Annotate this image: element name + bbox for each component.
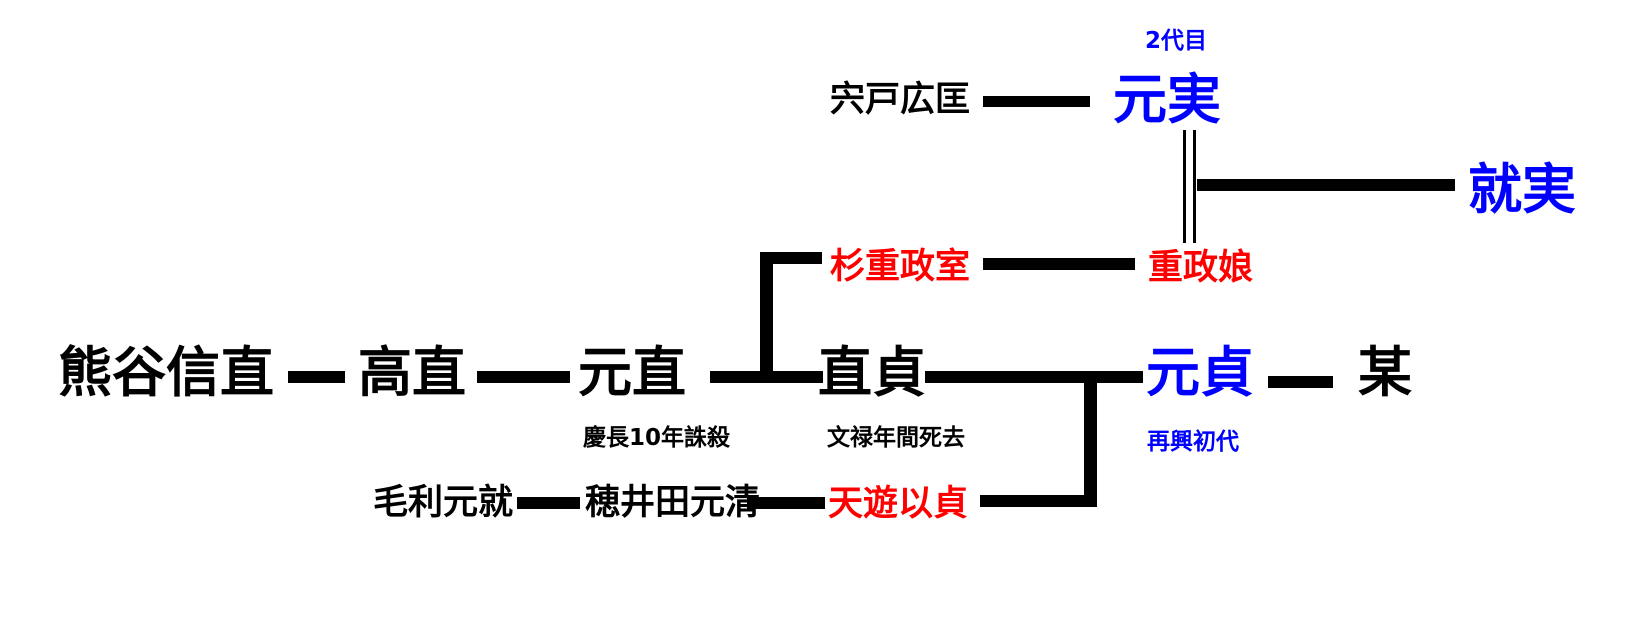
connector-motozane-narizane: [1197, 179, 1455, 191]
connector-motonao-naosada: [710, 371, 823, 383]
person-tenyu-itei: 天遊以貞: [828, 484, 969, 524]
person-shigemasa-daughter: 重政娘: [1148, 248, 1254, 288]
annotation-keicho-execution: 慶長10年誅殺: [583, 425, 731, 451]
annotation-saiko-shodai: 再興初代: [1147, 429, 1239, 455]
person-sugi-shigemasa-wife: 杉重政室: [830, 247, 971, 287]
connector-shishido-motozane: [983, 96, 1090, 107]
person-narizane: 就実: [1468, 158, 1576, 221]
connector-motosada-bou: [1268, 376, 1333, 388]
annotation-bunroku-death: 文禄年間死去: [827, 425, 965, 451]
connector-naosada-tenyu-vertical: [1084, 377, 1097, 507]
person-takanao: 高直: [358, 341, 466, 404]
connector-motonari-motokiyo: [517, 497, 580, 509]
double-line-motozane-shigemasa-daughter: [1183, 130, 1196, 243]
connector-naosada-motosada: [925, 371, 1143, 383]
connector-sugi-shigemasa-daughter: [983, 258, 1135, 270]
person-motonao: 元直: [578, 341, 686, 404]
person-motozane: 元実: [1113, 68, 1221, 131]
person-naosada: 直貞: [818, 341, 926, 404]
person-shishido-hiromasa: 宍戸広匡: [830, 80, 971, 120]
connector-tenyu-elbow: [980, 495, 1097, 507]
connector-takanao-motonao: [477, 371, 570, 383]
connector-motokiyo-tenyu: [747, 497, 825, 509]
connector-nobunao-takanao: [288, 371, 345, 383]
annotation-nidaime: 2代目: [1145, 28, 1208, 54]
person-mouri-motonari: 毛利元就: [373, 483, 514, 523]
person-motosada: 元貞: [1146, 341, 1254, 404]
person-bou: 某: [1358, 341, 1412, 404]
person-hoida-motokiyo: 穂井田元清: [585, 483, 761, 523]
person-kumagai-nobunao: 熊谷信直: [58, 341, 274, 404]
connector-motonao-sugi-stub: [760, 252, 822, 264]
connector-motonao-sugi-vertical: [760, 252, 773, 383]
